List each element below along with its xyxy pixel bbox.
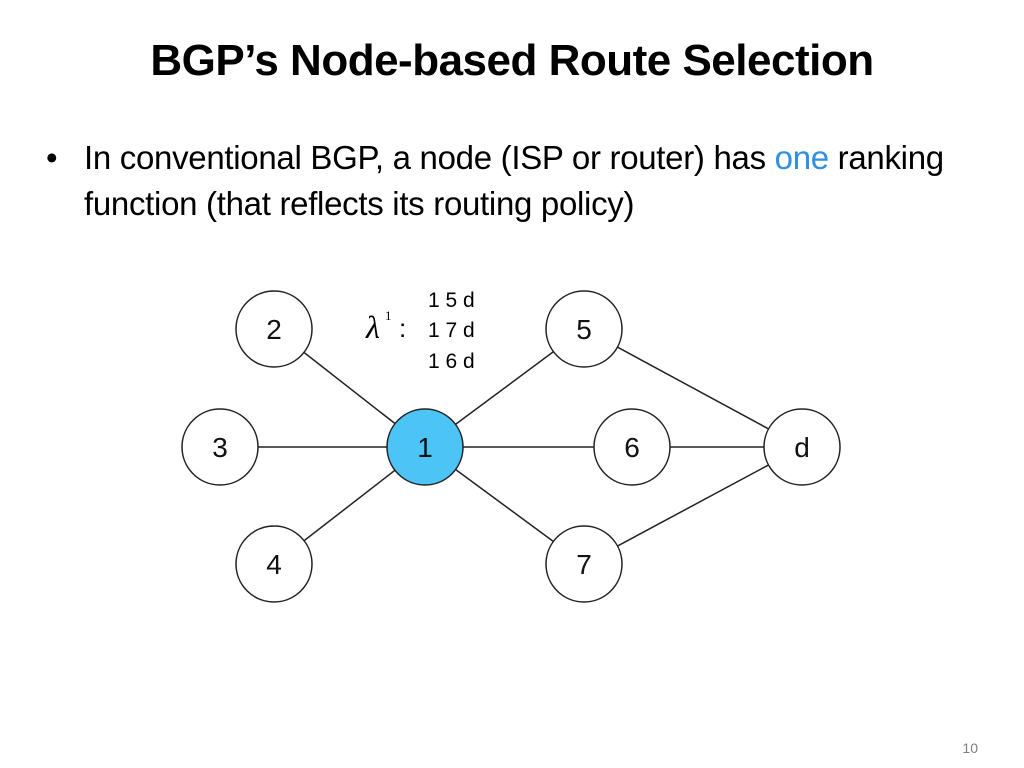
- node-label-d: d: [794, 432, 810, 463]
- edge-5-d: [583, 328, 803, 448]
- node-1: 1: [386, 408, 464, 486]
- node-circle-4: [235, 525, 313, 603]
- ranking-colon: :: [399, 313, 406, 343]
- node-circle-5: [545, 290, 623, 368]
- node-circle-1: [386, 408, 464, 486]
- node-6: 6: [593, 408, 671, 486]
- node-label-6: 6: [624, 432, 640, 463]
- edge-7-d: [583, 446, 803, 565]
- node-5: 5: [545, 290, 623, 368]
- node-7: 7: [545, 525, 623, 603]
- node-circle-d: [763, 408, 841, 486]
- bullet-text-before: In conventional BGP, a node (ISP or rout…: [84, 139, 775, 176]
- bullet-marker: •: [46, 139, 58, 176]
- ranking-path-3: 1 6 d: [428, 350, 475, 373]
- node-label-3: 3: [212, 432, 228, 463]
- node-circle-3: [181, 408, 259, 486]
- lambda-superscript: 1: [385, 308, 392, 323]
- node-circle-6: [593, 408, 671, 486]
- ranking-function: λ 1 : 1 5 d 1 7 d 1 6 d: [365, 289, 475, 373]
- bullet-highlight-word: one: [774, 139, 829, 176]
- slide-title: BGP’s Node-based Route Selection: [150, 36, 874, 85]
- node-label-1: 1: [417, 432, 433, 463]
- ranking-path-1: 1 5 d: [428, 289, 475, 312]
- bullet-text: In conventional BGP, a node (ISP or rout…: [84, 135, 1006, 227]
- node-2: 2: [235, 290, 313, 368]
- node-label-4: 4: [266, 549, 282, 580]
- page-number: 10: [962, 740, 978, 756]
- bullet-text-after: ranking function (that reflects its rout…: [84, 139, 944, 222]
- node-d: d: [763, 408, 841, 486]
- node-label-7: 7: [576, 549, 592, 580]
- ranking-path-2: 1 7 d: [428, 319, 475, 342]
- lambda-symbol: λ: [365, 309, 380, 345]
- bullet-item: • In conventional BGP, a node (ISP or ro…: [46, 135, 1006, 227]
- node-label-2: 2: [266, 314, 282, 345]
- node-3: 3: [181, 408, 259, 486]
- node-label-5: 5: [576, 314, 592, 345]
- diagram-edges: [220, 328, 803, 565]
- node-circle-2: [235, 290, 313, 368]
- node-4: 4: [235, 525, 313, 603]
- diagram-nodes: 2 3 4 1 5 6 7 d: [181, 290, 841, 603]
- node-circle-7: [545, 525, 623, 603]
